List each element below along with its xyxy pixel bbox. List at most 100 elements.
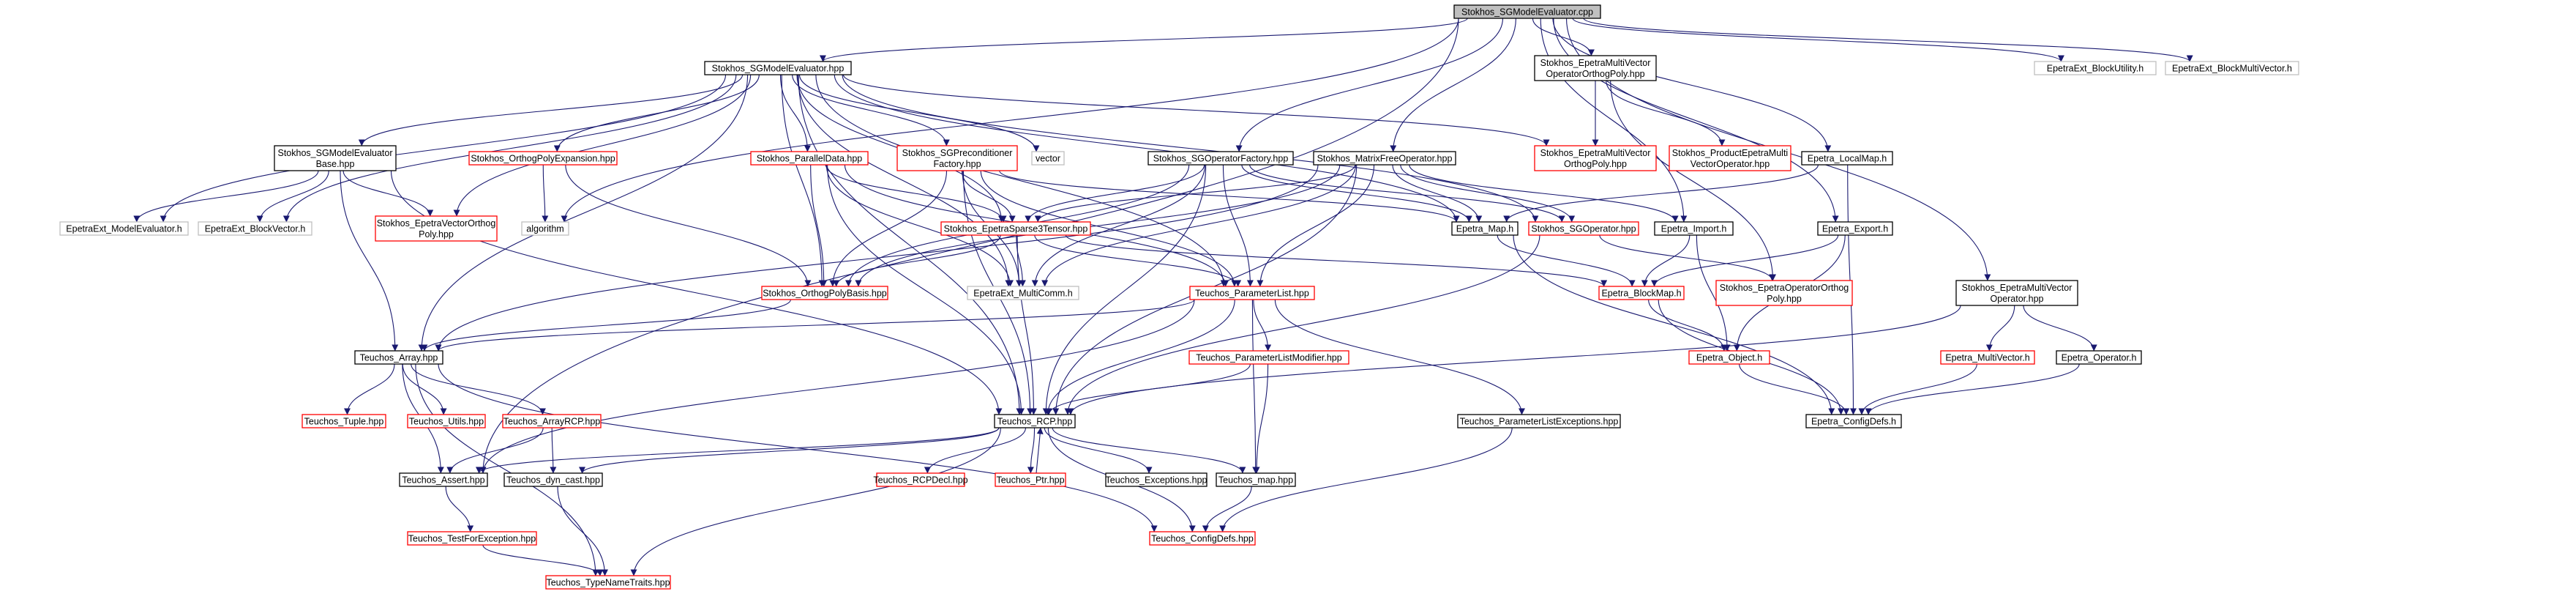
node-label: Stokhos_EpetraMultiVector: [1540, 58, 1651, 68]
node-stokhos-epetramultivectoroperatororthogpoly[interactable]: Stokhos_EpetraMultiVectorOperatorOrthogP…: [1534, 55, 1657, 81]
edge-rcp-to-tmap: [1052, 427, 1246, 474]
node-box: [995, 472, 1066, 487]
node-stokhos-orthogpolybasis[interactable]: Stokhos_OrthogPolyBasis.hpp: [761, 286, 888, 300]
node-label: Stokhos_SGModelEvaluator.cpp: [1461, 7, 1593, 18]
node-epetra-blockmap[interactable]: Epetra_BlockMap.h: [1598, 286, 1685, 300]
edge-parallel-to-opbasis: [810, 164, 828, 287]
edge-mfop-to-multicomm: [1041, 164, 1357, 287]
node-teuchos-testforexception[interactable]: Teuchos_TestForException.hpp: [407, 531, 537, 546]
node-epetra-localmap[interactable]: Epetra_LocalMap.h: [1801, 151, 1893, 166]
node-teuchos-rcp[interactable]: Teuchos_RCP.hpp: [994, 414, 1076, 428]
node-stokhos-paralleldata[interactable]: Stokhos_ParallelData.hpp: [750, 151, 869, 166]
node-teuchos-array[interactable]: Teuchos_Array.hpp: [354, 350, 443, 365]
node-label: Teuchos_ParameterListModifier.hpp: [1196, 353, 1341, 363]
node-teuchos-typenametraits[interactable]: Teuchos_TypeNameTraits.hpp: [545, 575, 671, 590]
edge-mfop-to-plist: [1257, 164, 1375, 287]
node-stokhos-productepetramultivectoroperator[interactable]: Stokhos_ProductEpetraMultiVectorOperator…: [1669, 145, 1791, 171]
edge-root-to-export: [1553, 18, 1839, 223]
edge-opexp-to-opbasis: [565, 164, 812, 287]
edge-dyncast-to-typename: [557, 486, 608, 576]
node-teuchos-tuple[interactable]: Teuchos_Tuple.hpp: [302, 414, 386, 428]
node-label: Stokhos_ParallelData.hpp: [757, 154, 863, 164]
edge-sgme_hpp-to-sgmebase: [358, 74, 744, 146]
edge-mfop-to-emap: [1392, 164, 1483, 223]
node-epetra-map[interactable]: Epetra_Map.h: [1451, 221, 1519, 236]
node-teuchos-configdefs[interactable]: Teuchos_ConfigDefs.hpp: [1149, 531, 1256, 546]
node-box: [1598, 286, 1685, 300]
edge-sparse3-to-multicomm: [1016, 234, 1026, 287]
node-epetra-object[interactable]: Epetra_Object.h: [1688, 350, 1770, 365]
node-teuchos-parameterlistmodifier[interactable]: Teuchos_ParameterListModifier.hpp: [1188, 350, 1349, 365]
node-stokhos-sgmodelevaluator[interactable]: Stokhos_SGModelEvaluator.cpp: [1453, 4, 1601, 19]
node-teuchos-exceptions[interactable]: Teuchos_Exceptions.hpp: [1105, 472, 1208, 487]
edge-sgopfac-to-multicomm: [1031, 164, 1205, 287]
edge-emvo-to-rcp: [1067, 305, 1961, 415]
node-label: Stokhos_EpetraMultiVector: [1540, 148, 1651, 158]
node-label: Stokhos_EpetraVectorOrthog: [377, 218, 496, 229]
node-label: VectorOperator.hpp: [1690, 159, 1770, 169]
node-box: [876, 472, 965, 487]
node-label: EpetraExt_BlockVector.h: [205, 224, 306, 234]
node-teuchos-assert[interactable]: Teuchos_Assert.hpp: [399, 472, 488, 487]
edge-eobject-to-econfig: [1739, 363, 1850, 415]
node-label: Epetra_BlockMap.h: [1601, 289, 1681, 299]
node-label: Stokhos_MatrixFreeOperator.hpp: [1317, 154, 1453, 164]
node-label: Teuchos_TypeNameTraits.hpp: [546, 578, 670, 588]
node-teuchos-map[interactable]: Teuchos_map.hpp: [1216, 472, 1296, 487]
edge-sgme_hpp-to-parallel: [779, 74, 811, 152]
node-vector: vector: [1031, 151, 1065, 166]
edge-sgmebase-to-ext_bv: [256, 170, 329, 223]
node-teuchos-parameterlistexceptions[interactable]: Teuchos_ParameterListExceptions.hpp: [1457, 414, 1621, 428]
node-box: [503, 472, 603, 487]
edge-sgme_hpp-to-sgop: [842, 74, 1539, 223]
node-epetra-import[interactable]: Epetra_Import.h: [1654, 221, 1734, 236]
node-epetra-multivector[interactable]: Epetra_MultiVector.h: [1940, 350, 2035, 365]
edge-rcp-to-rcpdecl: [924, 427, 1027, 474]
edge-sgme_hpp-to-vector: [798, 74, 1040, 152]
node-epetra-configdefs[interactable]: Epetra_ConfigDefs.h: [1805, 414, 1902, 428]
node-label: Stokhos_OrthogPolyExpansion.hpp: [471, 154, 615, 164]
node-label: Teuchos_Array.hpp: [360, 353, 438, 363]
node-stokhos-sgmodelevaluator[interactable]: Stokhos_SGModelEvaluator.hpp: [704, 61, 852, 75]
node-stokhos-matrixfreeoperator[interactable]: Stokhos_MatrixFreeOperator.hpp: [1313, 151, 1456, 166]
edge-arrayrcp-to-dyncast: [550, 427, 557, 474]
edge-mfop-to-sparse3: [1034, 164, 1356, 223]
edge-sgprec-to-plist: [980, 170, 1238, 287]
node-epetra-operator[interactable]: Epetra_Operator.h: [2056, 350, 2142, 365]
node-teuchos-dyn-cast[interactable]: Teuchos_dyn_cast.hpp: [503, 472, 603, 487]
edge-sgmebase-to-ext_me: [133, 170, 319, 223]
node-stokhos-orthogpolyexpansion[interactable]: Stokhos_OrthogPolyExpansion.hpp: [468, 151, 618, 166]
node-teuchos-arrayrcp[interactable]: Teuchos_ArrayRCP.hpp: [502, 414, 602, 428]
node-label: Teuchos_Tuple.hpp: [304, 417, 384, 427]
node-label: EpetraExt_MultiComm.h: [973, 289, 1073, 299]
edge-plmod-to-rcp: [1045, 363, 1251, 415]
node-stokhos-sgoperatorfactory[interactable]: Stokhos_SGOperatorFactory.hpp: [1147, 151, 1294, 166]
node-box: [375, 215, 498, 242]
node-stokhos-sgoperator[interactable]: Stokhos_SGOperator.hpp: [1528, 221, 1639, 236]
edge-arrayrcp-to-assert: [446, 427, 544, 474]
edge-rcp-to-assert: [476, 427, 1000, 474]
node-teuchos-ptr[interactable]: Teuchos_Ptr.hpp: [995, 472, 1066, 487]
edge-ptr-to-rcp: [1036, 427, 1044, 474]
node-teuchos-rcpdecl[interactable]: Teuchos_RCPDecl.hpp: [873, 472, 968, 487]
node-label: algorithm: [526, 224, 564, 234]
edge-export-to-blockmap: [1651, 234, 1839, 287]
node-teuchos-parameterlist[interactable]: Teuchos_ParameterList.hpp: [1189, 286, 1315, 300]
node-epetra-export[interactable]: Epetra_Export.h: [1817, 221, 1893, 236]
node-label: Epetra_Export.h: [1822, 224, 1888, 234]
edge-sparse3-to-opbasis: [833, 234, 1001, 287]
node-stokhos-epetrasparse3tensor[interactable]: Stokhos_EpetraSparse3Tensor.hpp: [940, 221, 1091, 236]
edge-blockmap-to-eobject: [1648, 299, 1728, 352]
node-label: Teuchos_ParameterList.hpp: [1195, 289, 1309, 299]
edge-sgme_hpp-to-ext_bv: [282, 74, 737, 223]
node-label: Stokhos_SGOperatorFactory.hpp: [1153, 154, 1289, 164]
node-teuchos-utils[interactable]: Teuchos_Utils.hpp: [407, 414, 486, 428]
edge-emap-to-blockmap: [1497, 234, 1636, 287]
